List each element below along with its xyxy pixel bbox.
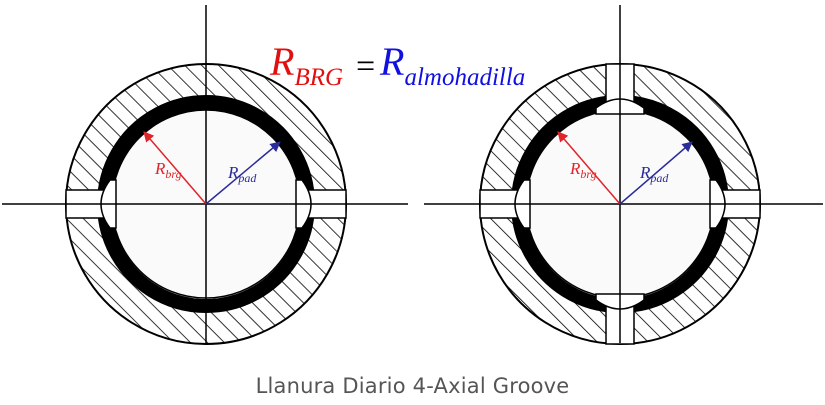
right-label-brg: Rbrg xyxy=(569,159,597,181)
equation: RBRG = Ralmohadilla xyxy=(269,39,525,91)
right-label-pad: Rpad xyxy=(639,163,669,185)
right-arrow-pad xyxy=(619,141,693,205)
left-label-pad: Rpad xyxy=(227,163,257,185)
left-bearing: Rbrg Rpad xyxy=(2,5,408,345)
left-arrow-pad xyxy=(205,141,281,205)
equation-lhs: RBRG xyxy=(269,39,343,91)
left-label-brg: Rbrg xyxy=(154,159,182,181)
right-bearing: Rbrg Rpad xyxy=(424,5,823,345)
right-arrow-brg xyxy=(557,131,621,205)
figure-caption: Llanura Diario 4-Axial Groove xyxy=(255,374,570,398)
equation-rhs: Ralmohadilla xyxy=(379,39,525,91)
equation-equals: = xyxy=(356,48,375,85)
left-arrow-brg xyxy=(143,131,207,205)
